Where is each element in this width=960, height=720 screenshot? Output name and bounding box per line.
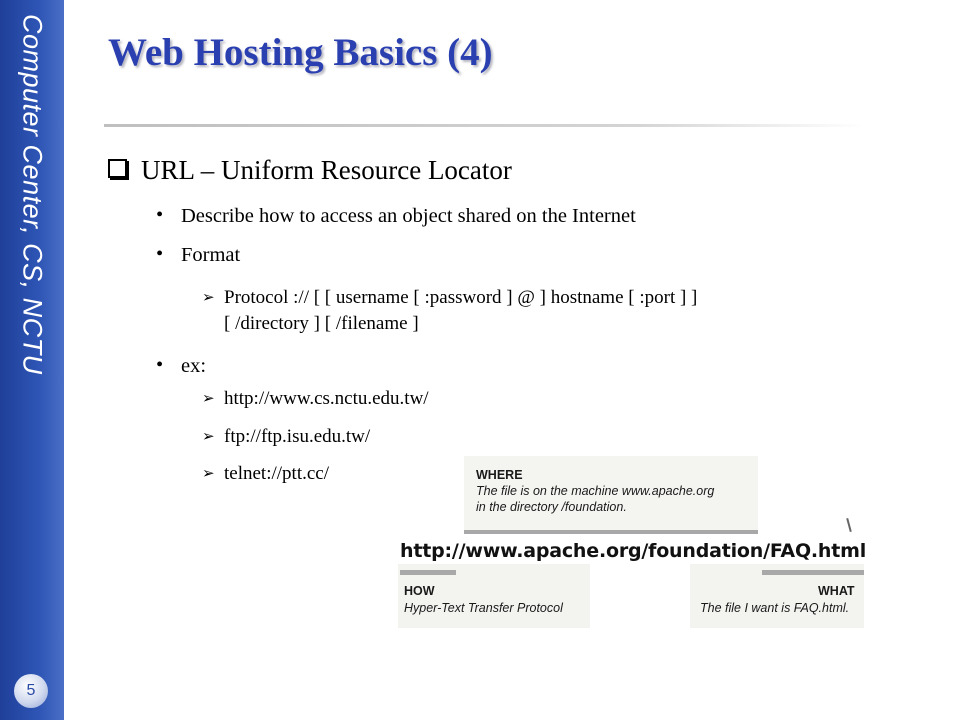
scan-mark — [846, 517, 852, 533]
bullet-ex-text: ex: — [181, 355, 207, 377]
title-divider — [104, 124, 864, 127]
bullet-format-text: Format — [181, 244, 241, 266]
main-bullet: URL – Uniform Resource Locator — [108, 155, 512, 186]
page-number-badge: 5 — [14, 674, 48, 708]
where-label: WHERE — [476, 468, 523, 482]
sidebar-caption: Computer Center, CS, NCTU — [0, 0, 64, 600]
what-label: WHAT — [818, 584, 855, 598]
arrow-bullet-icon: ➢ — [202, 290, 215, 306]
checkbox-bullet-icon — [108, 159, 127, 178]
what-desc: The file I want is FAQ.html. — [700, 601, 850, 615]
what-bracket — [762, 570, 864, 575]
sidebar: Computer Center, CS, NCTU 5 — [0, 0, 64, 720]
example-text: http://www.cs.nctu.edu.tw/ — [224, 388, 429, 409]
how-desc: Hyper-Text Transfer Protocol — [404, 601, 563, 615]
main-bullet-text: URL – Uniform Resource Locator — [141, 155, 512, 185]
arrow-bullet-icon: ➢ — [202, 466, 215, 482]
format-line-1: Protocol :// [ [ username [ :password ] … — [224, 287, 698, 308]
bullet-dot-icon: • — [156, 204, 164, 226]
where-desc-line-1: The file is on the machine www.apache.or… — [476, 484, 715, 498]
where-bracket — [464, 530, 758, 534]
bullet-dot-icon: • — [156, 354, 164, 376]
format-line-2: [ /directory ] [ /filename ] — [224, 313, 419, 334]
how-bracket — [400, 570, 456, 575]
arrow-bullet-icon: ➢ — [202, 429, 215, 445]
url-example: http://www.apache.org/foundation/FAQ.htm… — [400, 540, 867, 562]
where-desc-line-2: in the directory /foundation. — [476, 500, 627, 514]
where-panel — [464, 456, 758, 531]
arrow-bullet-icon: ➢ — [202, 391, 215, 407]
slide-title: Web Hosting Basics (4) — [108, 31, 493, 74]
example-text: telnet://ptt.cc/ — [224, 463, 329, 484]
url-anatomy-diagram: WHERE The file is on the machine www.apa… — [392, 444, 866, 632]
bullet-describe-text: Describe how to access an object shared … — [181, 205, 636, 227]
bullet-dot-icon: • — [156, 243, 164, 265]
sidebar-caption-text: Computer Center, CS, NCTU — [17, 14, 48, 375]
how-label: HOW — [404, 584, 435, 598]
example-text: ftp://ftp.isu.edu.tw/ — [224, 426, 371, 447]
